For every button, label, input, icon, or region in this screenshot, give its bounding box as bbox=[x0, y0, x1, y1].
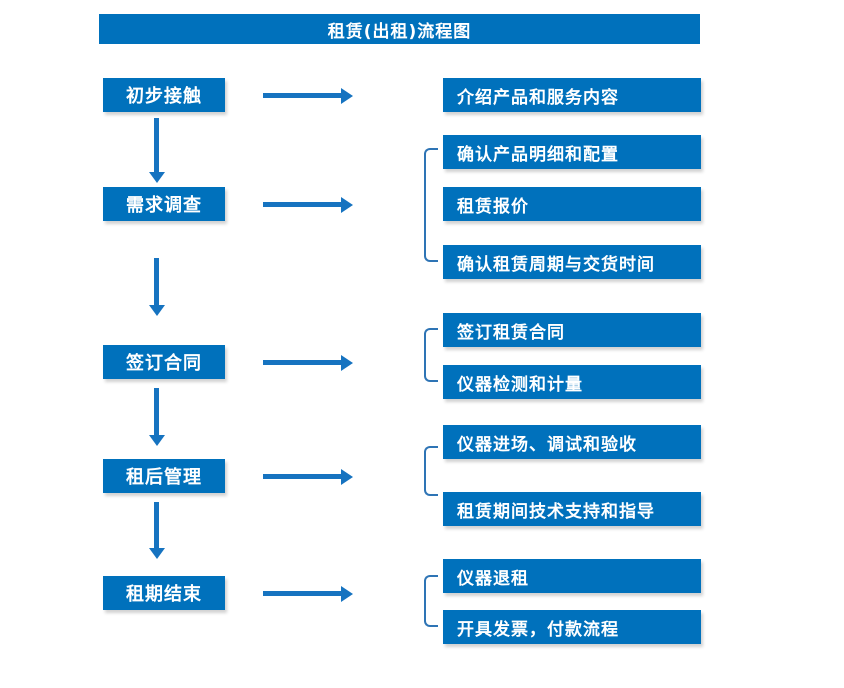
arrow-right-icon bbox=[263, 585, 353, 602]
output-box-invoice-payment: 开具发票，付款流程 bbox=[443, 610, 701, 644]
group-bracket-icon bbox=[424, 446, 438, 496]
arrow-right-icon bbox=[263, 196, 353, 213]
group-bracket-icon bbox=[424, 148, 438, 262]
group-bracket-icon bbox=[424, 328, 438, 382]
output-box-instrument-setup-acceptance: 仪器进场、调试和验收 bbox=[443, 425, 701, 459]
group-bracket-icon bbox=[424, 575, 438, 627]
output-box-introduce-products: 介绍产品和服务内容 bbox=[443, 78, 701, 112]
stage-box-post-rental-management: 租后管理 bbox=[103, 459, 225, 493]
stage-box-rental-end: 租期结束 bbox=[103, 576, 225, 610]
arrow-down-icon bbox=[148, 258, 165, 316]
stage-box-initial-contact: 初步接触 bbox=[103, 78, 225, 112]
arrow-down-icon bbox=[148, 118, 165, 183]
stage-box-demand-survey: 需求调查 bbox=[103, 187, 225, 221]
arrow-down-icon bbox=[148, 502, 165, 559]
arrow-right-icon bbox=[263, 87, 353, 104]
output-box-confirm-product-details: 确认产品明细和配置 bbox=[443, 135, 701, 169]
output-box-rental-quotation: 租赁报价 bbox=[443, 187, 701, 221]
stage-box-sign-contract: 签订合同 bbox=[103, 345, 225, 379]
arrow-right-icon bbox=[263, 468, 353, 485]
output-box-instrument-testing: 仪器检测和计量 bbox=[443, 365, 701, 399]
output-box-technical-support: 租赁期间技术支持和指导 bbox=[443, 492, 701, 526]
output-box-confirm-rental-period: 确认租赁周期与交货时间 bbox=[443, 245, 701, 279]
arrow-down-icon bbox=[148, 388, 165, 446]
output-box-sign-rental-contract: 签订租赁合同 bbox=[443, 313, 701, 347]
arrow-right-icon bbox=[263, 354, 353, 371]
output-box-instrument-return: 仪器退租 bbox=[443, 559, 701, 593]
flowchart-title: 租赁(出租)流程图 bbox=[99, 14, 700, 44]
